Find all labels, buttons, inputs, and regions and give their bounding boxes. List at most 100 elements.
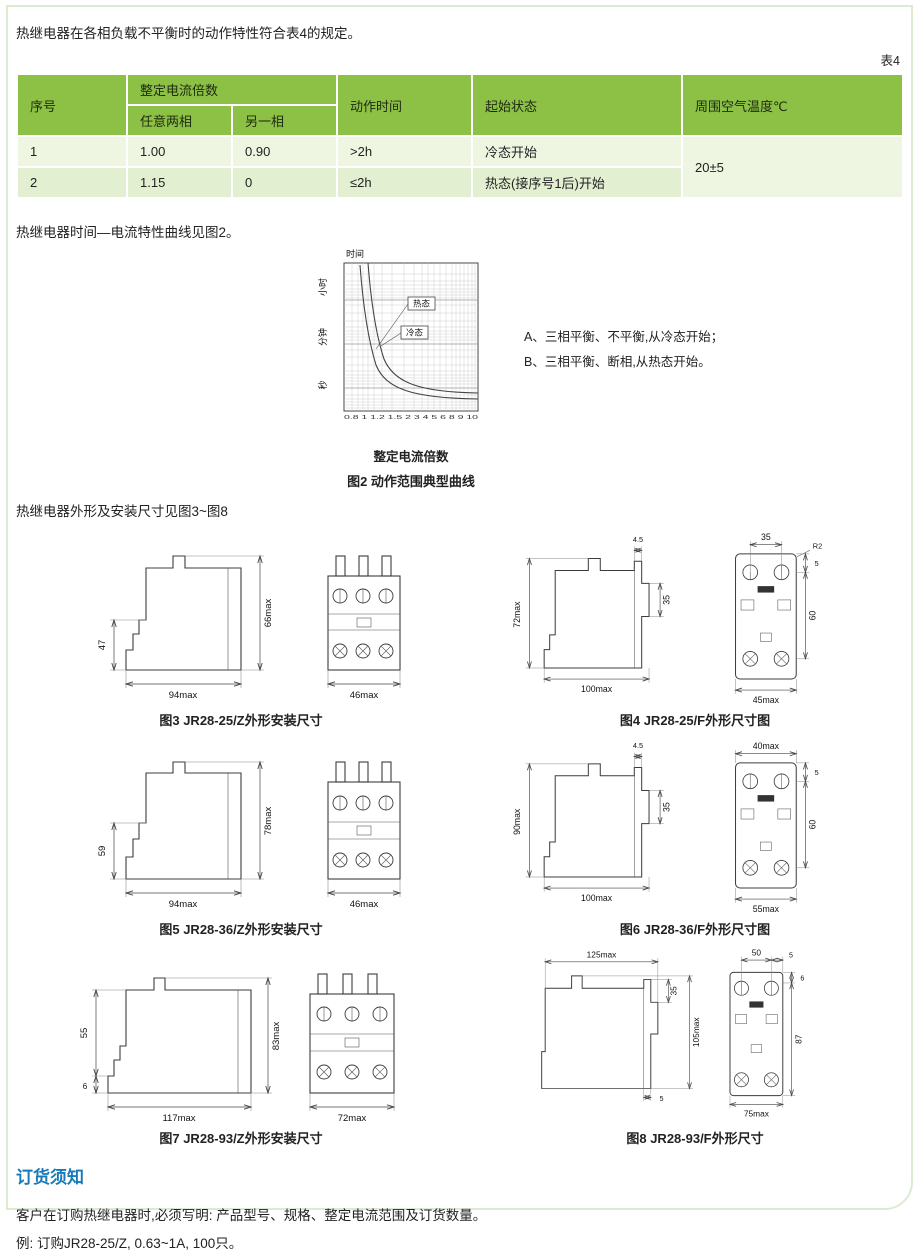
fig3-block: 47 66max 94max (16, 526, 466, 729)
fig4-dim-rail-right: 60 (808, 611, 818, 621)
fig8-dim-rail-top: 50 (752, 948, 762, 958)
cold-state-curve (367, 262, 479, 394)
table4-header-current-multiple: 整定电流倍数 (126, 73, 338, 106)
table4-header-two-phase: 任意两相 (126, 104, 233, 137)
hot-state-label: 热态 (413, 299, 431, 309)
fig7-front-view: 72max (308, 973, 396, 1124)
fig8-dim-right: 105max (691, 1017, 701, 1048)
fig4-block: 4.5 72max 100max 35 (470, 526, 920, 729)
fig4-dim-bottom: 100max (581, 684, 613, 694)
fig6-caption: 图6 JR28-36/F外形尺寸图 (619, 922, 771, 937)
fig5-front-view: 46max (326, 761, 402, 910)
fig7-dim-bottom: 117max (162, 1113, 195, 1122)
page-intro-text: 热继电器在各相负载不平衡时的动作特性符合表4的规定。 (16, 26, 362, 41)
fig6-dim-top: 4.5 (633, 741, 643, 750)
fig6-drawing: 4.5 90max 100max 35 (512, 741, 819, 914)
fig4-dim-top: 4.5 (633, 535, 643, 544)
table4: 序号 整定电流倍数 动作时间 起始状态 周围空气温度℃ 任意两相 另一相 1 1… (16, 73, 904, 199)
fig5-dim-front-bottom: 46max (350, 899, 379, 910)
fig6-dim-left: 90max (512, 808, 522, 835)
fig4-dim-rail-radius: R2 (813, 541, 822, 550)
fig8-block: 125max 35 105max 5 (470, 944, 920, 1147)
fig5-caption: 图5 JR28-36/Z外形安装尺寸 (159, 922, 323, 937)
fig7-dim-right: 83max (271, 1021, 282, 1050)
figure2-chart: 时间 小时 分钟 秒 热态 冷态 0.8 1 1.2 1.5 2 3 4 5 6… (316, 247, 506, 490)
chart-ylabel: 时间 (346, 248, 364, 259)
table-row: 2 1.15 0 ≤2h 热态(接序号1后)开始 (16, 166, 903, 199)
table4-header-other-phase: 另一相 (231, 104, 338, 137)
fig4-drawing: 4.5 72max 100max 35 (512, 532, 822, 705)
figure2-caption: 图2 动作范围典型曲线 (347, 474, 475, 489)
fig7-drawing: 55 6 83max 117max (79, 973, 396, 1124)
fig5-dim-bottom: 94max (169, 899, 198, 910)
table4-r1-seq: 1 (16, 135, 128, 168)
fig8-dim-rail-right-small: 6 (800, 975, 804, 982)
fig8-dim-rail-bottom: 75max (744, 1109, 770, 1119)
fig8-dim-rail-right: 87 (793, 1034, 803, 1044)
fig3-dim-left: 47 (97, 640, 108, 651)
fig6-dim-rail-offset: 5 (815, 768, 819, 777)
fig5-dim-right: 78max (263, 806, 274, 835)
chart-unit-minutes: 分钟 (317, 328, 328, 346)
chart-note-b: B、三相平衡、断相,从热态开始。 (524, 355, 711, 369)
chart-unit-hours: 小时 (317, 278, 328, 296)
table4-header-start-state: 起始状态 (471, 73, 683, 137)
fig6-dim-bottom: 100max (581, 893, 613, 903)
fig7-dim-left: 55 (79, 1028, 90, 1039)
fig8-dim-top: 125max (587, 949, 618, 959)
fig6-dim-rail-bottom: 55max (753, 904, 780, 913)
fig4-dim-side: 35 (661, 595, 671, 605)
fig6-rail-view: 40max 5 60 55max (734, 741, 819, 914)
fig6-dim-rail-right: 60 (808, 820, 818, 830)
fig4-rail-view: 35 R2 5 60 45max (734, 532, 822, 705)
fig8-dim-bottom-small: 5 (660, 1096, 664, 1103)
curve-intro-text: 热继电器时间—电流特性曲线见图2。 (16, 225, 240, 240)
fig8-rail-view: 50 5 6 87 75max (728, 948, 804, 1119)
chart-x-ticks: 0.8 1 1.2 1.5 2 3 4 5 6 8 9 10 (344, 415, 478, 421)
fig3-dim-right: 66max (263, 598, 274, 627)
fig3-drawing: 47 66max 94max (97, 554, 402, 701)
fig7-dim-left-small: 6 (83, 1082, 88, 1091)
fig6-dim-side: 35 (661, 802, 671, 812)
figure2-curve-svg: 时间 小时 分钟 秒 热态 冷态 0.8 1 1.2 1.5 2 3 4 5 6… (317, 248, 479, 421)
table4-r2-seq: 2 (16, 166, 128, 199)
table-row: 1 1.00 0.90 >2h 冷态开始 20±5 (16, 135, 904, 199)
table4-r2-other-phase: 0 (231, 166, 338, 199)
table4-r1-two-phase: 1.00 (126, 135, 233, 168)
figures-grid: 47 66max 94max (16, 526, 904, 1147)
fig7-dim-front-bottom: 72max (338, 1113, 367, 1122)
table4-header-action-time: 动作时间 (336, 73, 473, 137)
fig4-dim-rail-top: 35 (761, 532, 771, 542)
fig3-caption: 图3 JR28-25/Z外形安装尺寸 (159, 713, 323, 728)
hot-state-curve (359, 264, 479, 400)
table4-header-ambient: 周围空气温度℃ (681, 73, 904, 137)
fig3-dim-bottom: 94max (169, 690, 198, 701)
fig5-block: 59 78max 94max (16, 735, 466, 938)
chart-unit-seconds: 秒 (317, 380, 328, 389)
fig5-drawing: 59 78max 94max (97, 760, 402, 910)
chart-xlabel: 整定电流倍数 (373, 450, 449, 464)
fig8-caption: 图8 JR28-93/F外形尺寸 (626, 1131, 764, 1146)
order-example: 例: 订购JR28-25/Z, 0.63~1A, 100只。 (16, 1236, 243, 1251)
fig4-dim-rail-offset: 5 (815, 559, 819, 568)
chart-notes: A、三相平衡、不平衡,从冷态开始； B、三相平衡、断相,从热态开始。 (524, 247, 723, 375)
table4-r2-time: ≤2h (336, 166, 473, 199)
fig4-dim-rail-bottom: 45max (753, 695, 780, 704)
table4-r1-other-phase: 0.90 (231, 135, 338, 168)
table4-r1-state: 冷态开始 (471, 135, 683, 168)
fig7-caption: 图7 JR28-93/Z外形安装尺寸 (159, 1131, 323, 1146)
fig8-dim-rail-offset: 5 (789, 952, 793, 959)
table4-r2-state: 热态(接序号1后)开始 (471, 166, 683, 199)
table4-r2-two-phase: 1.15 (126, 166, 233, 199)
fig8-drawing: 125max 35 105max 5 (541, 948, 804, 1119)
table4-header-seq: 序号 (16, 73, 128, 137)
figures-intro-text: 热继电器外形及安装尺寸见图3~图8 (16, 504, 228, 519)
fig3-front-view: 46max (326, 555, 402, 701)
table4-r1-time: >2h (336, 135, 473, 168)
table4-tag: 表4 (880, 54, 900, 68)
fig4-dim-left: 72max (512, 601, 522, 628)
order-instructions: 客户在订购热继电器时,必须写明: 产品型号、规格、整定电流范围及订货数量。 (16, 1208, 487, 1223)
figure2-section: 时间 小时 分钟 秒 热态 冷态 0.8 1 1.2 1.5 2 3 4 5 6… (316, 247, 904, 490)
cold-state-label: 冷态 (406, 328, 424, 338)
